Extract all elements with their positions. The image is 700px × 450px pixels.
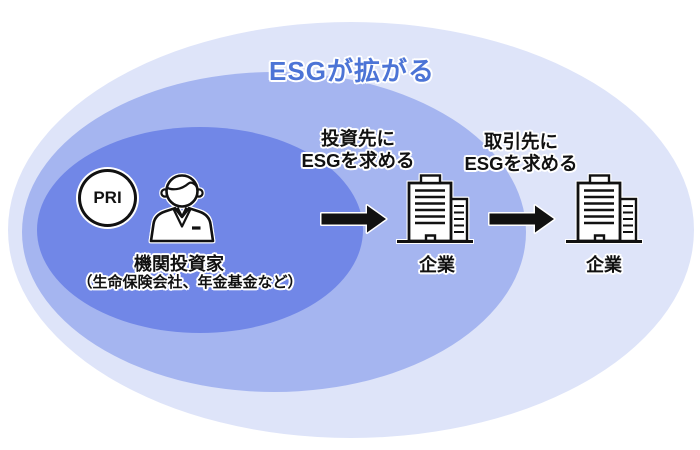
investor-label: 機関投資家 (134, 254, 224, 274)
right-arrow-icon (320, 204, 388, 234)
office-building-icon (397, 174, 473, 243)
businessman-icon (149, 174, 215, 243)
office-building-icon (566, 174, 642, 243)
diagram-title: ESGが拡がる (269, 56, 435, 86)
pri-badge: PRI (78, 169, 137, 227)
flow1-caption-line1: 投資先に (320, 128, 396, 149)
flow2-caption-line2: ESGを求める (464, 153, 578, 174)
flow2-caption-line1: 取引先に (483, 131, 559, 152)
flow1-caption: 投資先に ESGを求める (301, 128, 414, 172)
right-arrow-icon (488, 204, 556, 234)
pri-badge-label: PRI (93, 188, 122, 207)
company-label: 企業 (419, 255, 455, 275)
flow1-caption-line2: ESGを求める (301, 150, 415, 171)
flow2-caption: 取引先に ESGを求める (464, 131, 577, 175)
company-label: 企業 (586, 255, 622, 275)
investor-sublabel: （生命保険会社、年金基金など） (77, 274, 303, 291)
